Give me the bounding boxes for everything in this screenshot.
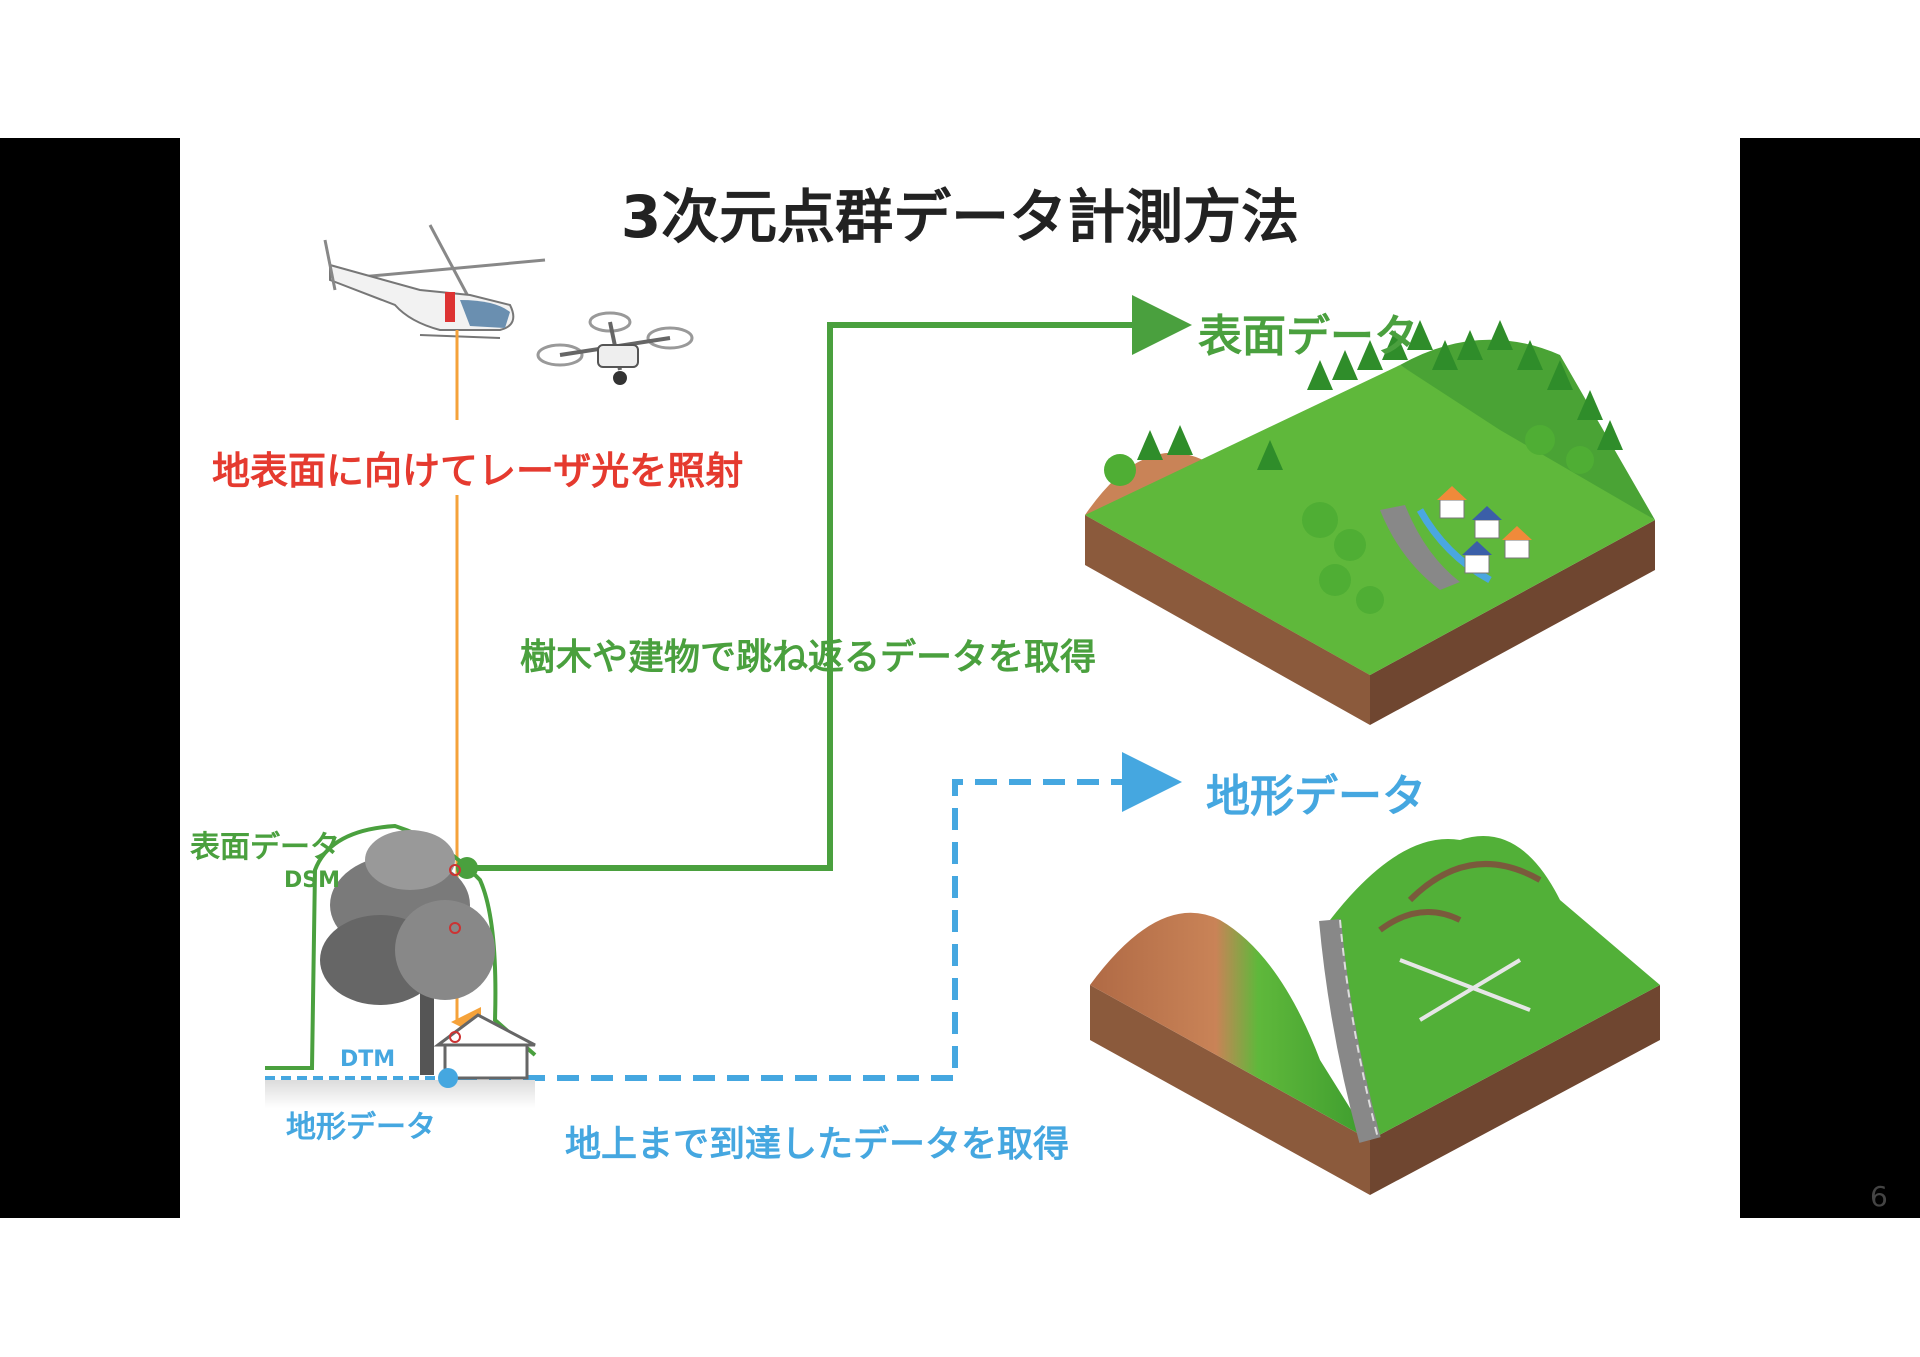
surface-data-small-label: 表面データ (190, 830, 340, 865)
surface-data-title: 表面データ (1198, 311, 1418, 362)
page-number: 6 (1870, 1180, 1888, 1213)
left-black-bar (0, 138, 180, 1218)
surface-data-arrow (470, 295, 1192, 871)
ground-label: 地上まで到達したデータを取得 (565, 1124, 1070, 1165)
terrain-data-arrow (455, 752, 1182, 1081)
surface-data-terrain-illustration (1085, 320, 1655, 725)
terrain-data-terrain-illustration (1090, 836, 1660, 1195)
terrain-data-small-label: 地形データ (286, 1110, 436, 1145)
terrain-data-title: 地形データ (1206, 771, 1426, 822)
dtm-point (438, 1068, 458, 1088)
tree-icon (320, 830, 495, 1075)
reflect-label: 樹木や建物で跳ね返るデータを取得 (520, 637, 1097, 678)
house-icon (433, 1013, 536, 1080)
dsm-label: DSM (284, 868, 340, 893)
right-black-bar (1740, 138, 1920, 1218)
slide-title: 3次元点群データ計測方法 (620, 183, 1300, 251)
dsm-point (456, 857, 478, 879)
helicopter-icon (323, 224, 546, 339)
drone-icon (536, 311, 694, 385)
dtm-label: DTM (340, 1047, 396, 1072)
laser-label: 地表面に向けてレーザ光を照射 (212, 449, 744, 493)
cross-section-diagram (265, 823, 537, 1108)
